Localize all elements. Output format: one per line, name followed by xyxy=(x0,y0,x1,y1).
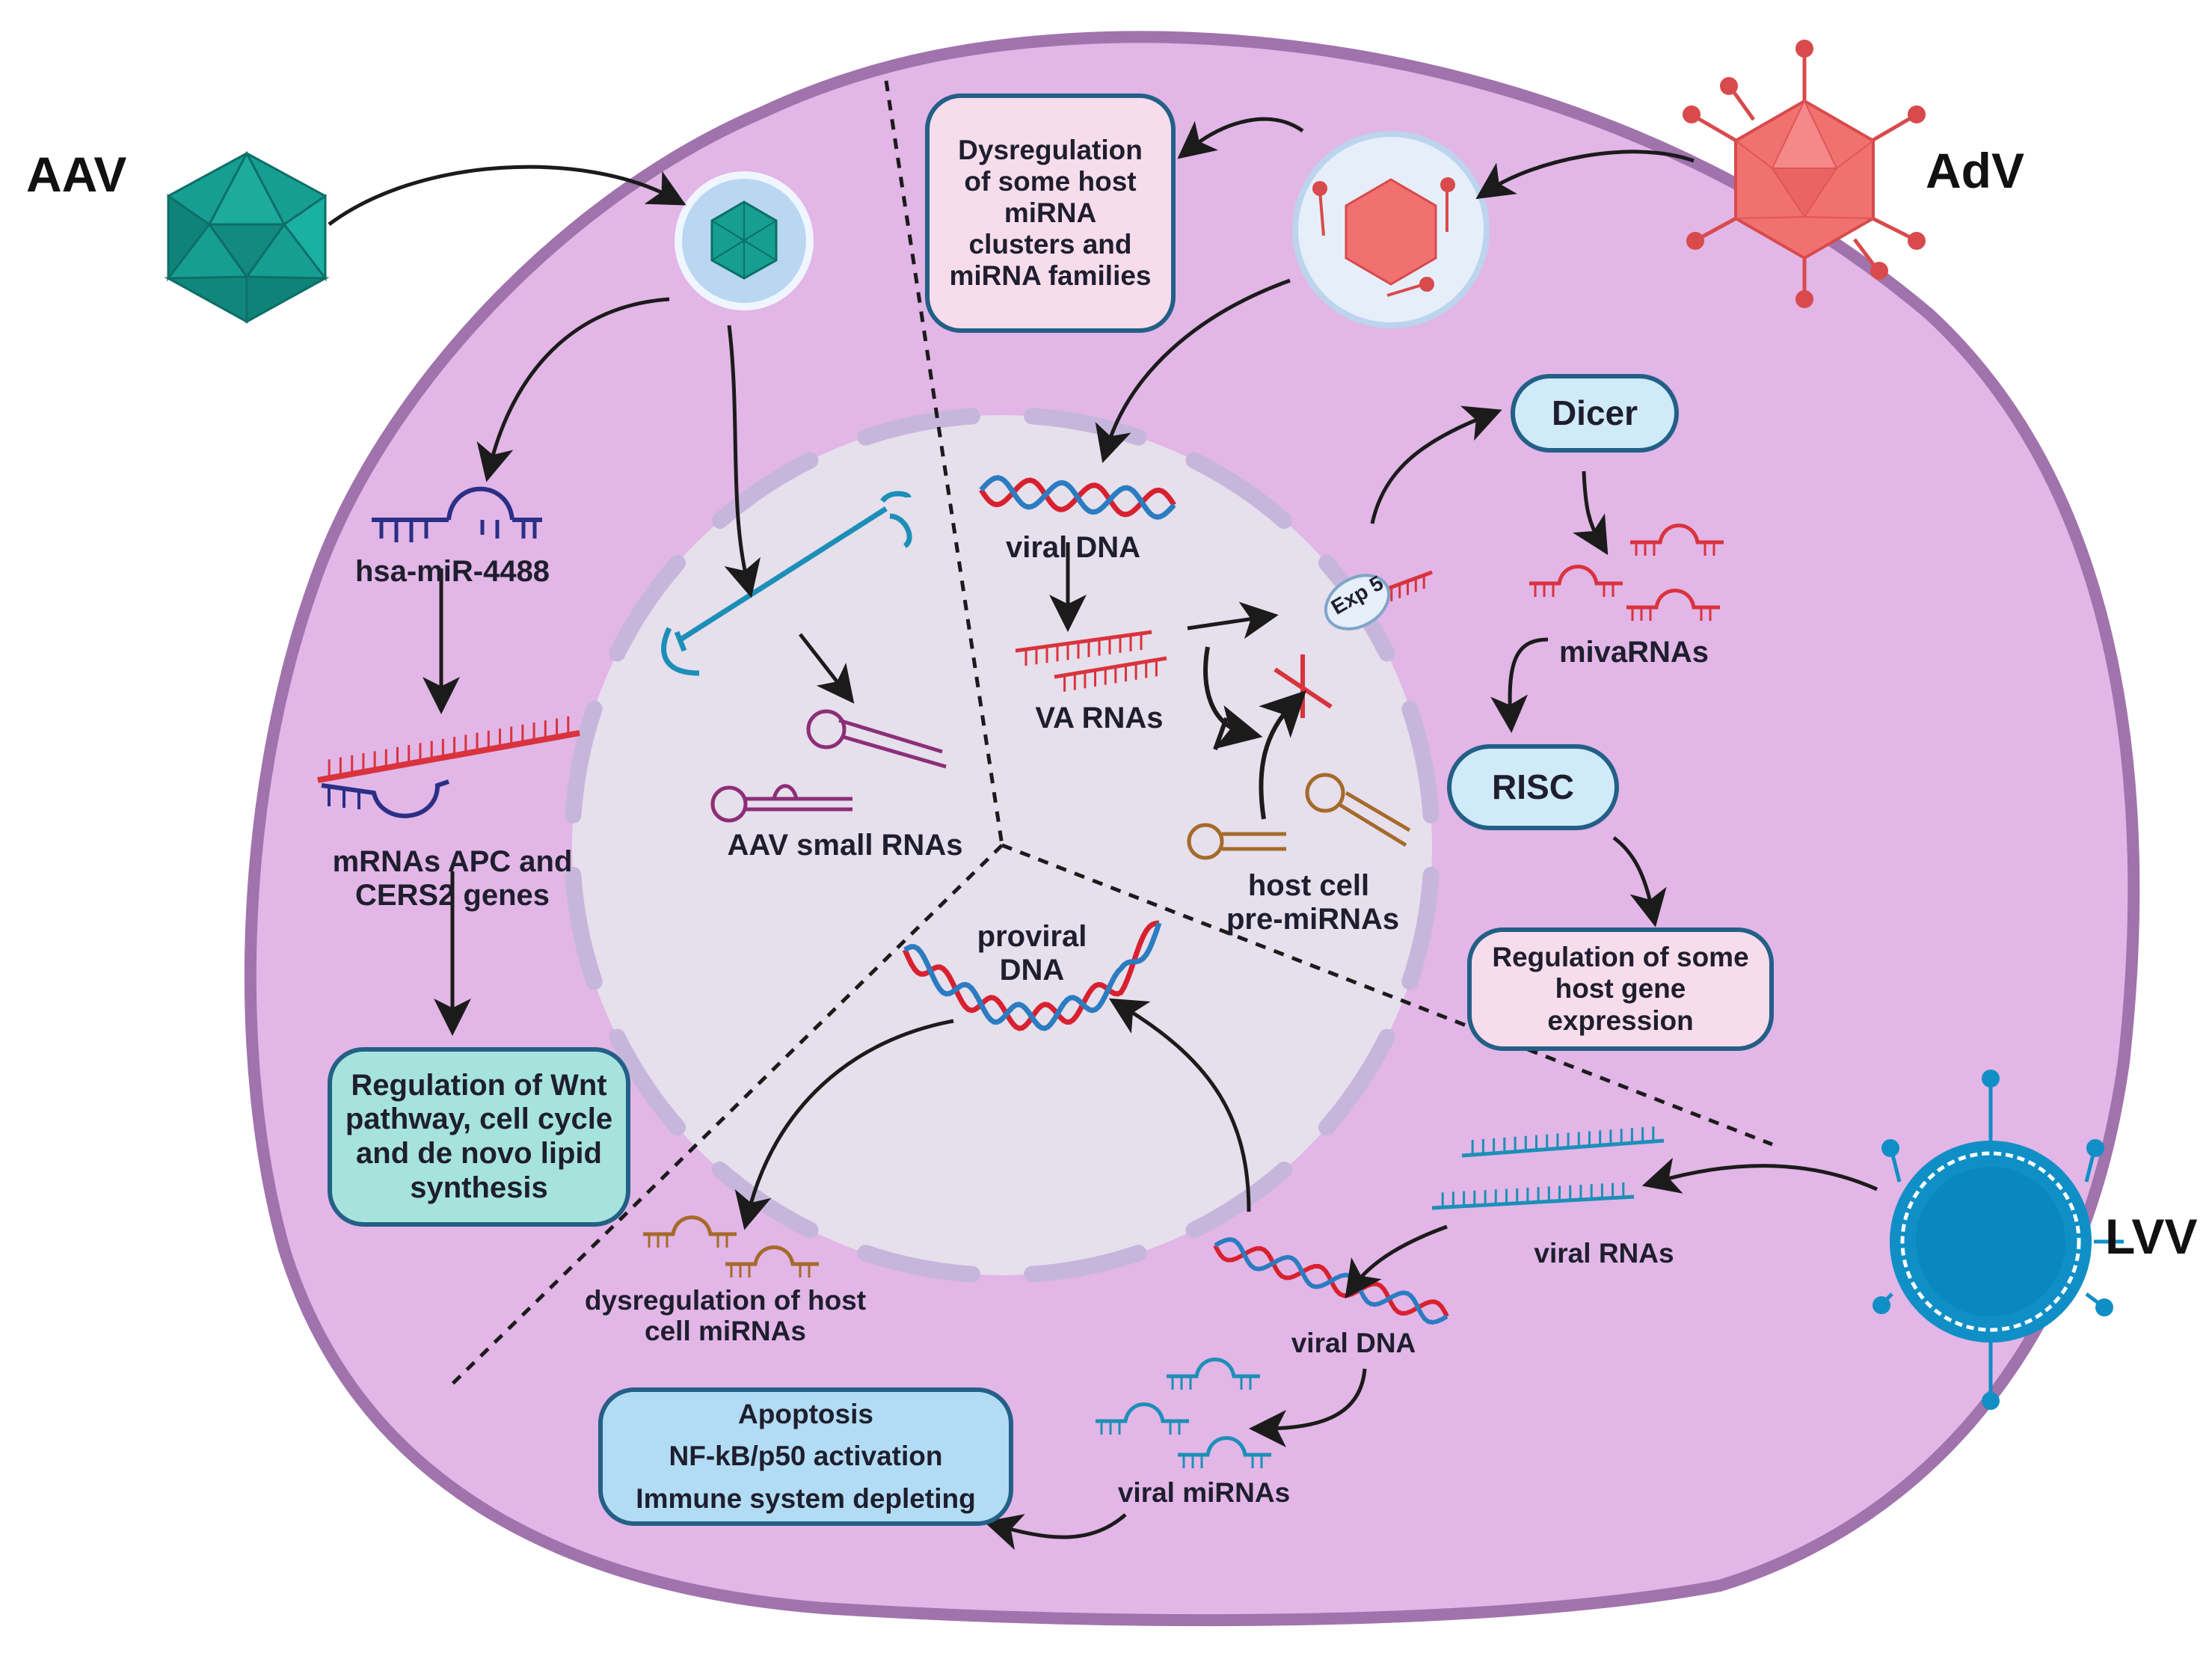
mivarnas-label: mivaRNAs xyxy=(1558,636,1709,669)
lvv-label: LVV xyxy=(2105,1209,2198,1264)
lvv-viral-rnas-label: viral RNAs xyxy=(1534,1238,1674,1269)
mivarnas-structures xyxy=(1529,524,1724,621)
aav-label: AAV xyxy=(26,147,127,202)
hsa-mir-4488-label: hsa-miR-4488 xyxy=(354,555,550,588)
lvv-viral-rnas xyxy=(1431,1126,1665,1210)
aav-small-rnas-label: AAV small RNAs xyxy=(727,829,963,862)
aav-capsid xyxy=(164,150,330,324)
adv-viral-dna-helix xyxy=(979,475,1176,520)
lvv-viral-dna-helix xyxy=(1213,1236,1449,1325)
aav-small-rna-2 xyxy=(710,784,852,823)
adv-label: AdV xyxy=(1926,143,2024,198)
adv-capsid xyxy=(1683,40,1926,308)
adv-viral-dna-label: viral DNA xyxy=(1005,531,1141,564)
va-rnas xyxy=(1015,630,1167,692)
host-premirnas xyxy=(1187,773,1411,860)
aav-small-rna-1 xyxy=(806,709,947,769)
va-rnas-label: VA RNAs xyxy=(1035,702,1164,735)
aav-endosome xyxy=(675,171,814,310)
lvv-virion xyxy=(1872,1070,2124,1410)
lvv-viral-mirnas xyxy=(1096,1358,1271,1468)
proviral-dna-helix xyxy=(902,920,1162,1031)
aav-genome xyxy=(661,491,912,676)
inhibition-arrow xyxy=(1203,646,1306,820)
sector-dividers xyxy=(447,80,1773,1389)
mrna-target-duplex xyxy=(317,716,580,818)
lvv-viral-dna-label: viral DNA xyxy=(1291,1328,1416,1358)
nuclear-envelope xyxy=(565,408,1440,1283)
host-mirnas-dysregulated xyxy=(643,1215,819,1278)
hsa-mir-4488-structure xyxy=(372,486,542,542)
lvv-viral-mirnas-label: viral miRNAs xyxy=(1117,1477,1291,1508)
exp5-va-rna xyxy=(1324,570,1433,631)
dicer-box: Dicer xyxy=(1511,374,1679,453)
adv-endosome xyxy=(1292,131,1490,328)
risc-box: RISC xyxy=(1447,744,1619,830)
pathway-arrows xyxy=(328,117,1878,1551)
